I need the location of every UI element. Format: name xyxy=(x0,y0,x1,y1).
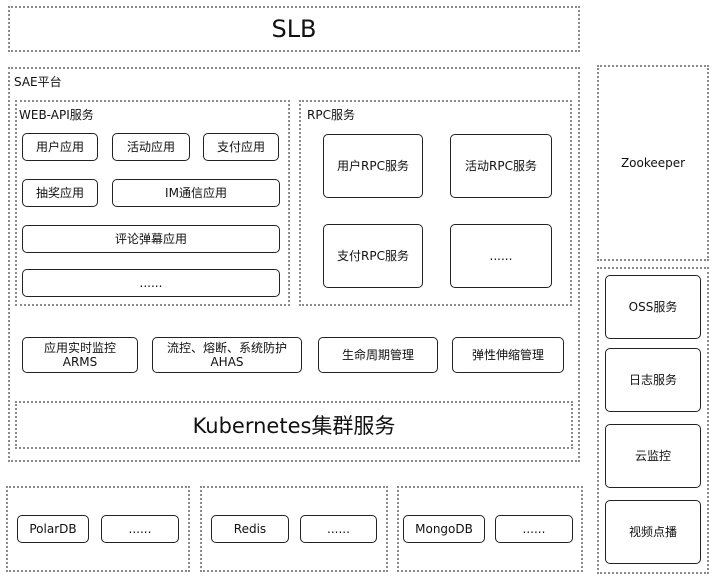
cloud-services-panel xyxy=(597,267,709,574)
rpc-user[interactable]: 用户RPC服务 xyxy=(323,134,423,198)
db-label: MongoDB xyxy=(415,521,473,536)
db-redis[interactable]: Redis xyxy=(211,515,289,543)
db-polardb-more[interactable]: ...... xyxy=(101,515,179,543)
service-label: 日志服务 xyxy=(628,372,677,387)
app-label: 用户应用 xyxy=(35,139,84,154)
kubernetes-label: Kubernetes集群服务 xyxy=(192,414,396,438)
service-label: 视频点播 xyxy=(628,524,677,539)
tool-line1: 应用实时监控 xyxy=(43,340,116,355)
cloud-monitor[interactable]: 云监控 xyxy=(605,424,701,488)
app-comment-danmaku[interactable]: 评论弹幕应用 xyxy=(22,225,280,253)
tool-lifecycle[interactable]: 生命周期管理 xyxy=(318,337,438,373)
slb-bar: SLB xyxy=(8,6,580,52)
rpc-label: ...... xyxy=(489,248,513,263)
db-group-redis xyxy=(200,486,388,572)
sae-platform: SAE平台 xyxy=(8,67,580,462)
sae-title: SAE平台 xyxy=(14,75,62,89)
slb-label: SLB xyxy=(271,15,317,43)
zookeeper-label: Zookeeper xyxy=(620,156,686,170)
rpc-activity[interactable]: 活动RPC服务 xyxy=(450,134,552,198)
rpc-group: RPC服务 xyxy=(299,100,572,306)
db-redis-more[interactable]: ...... xyxy=(300,515,377,543)
tool-arms[interactable]: 应用实时监控 ARMS xyxy=(22,337,138,373)
db-label: Redis xyxy=(233,521,267,536)
video-vod[interactable]: 视频点播 xyxy=(605,500,701,564)
app-label: 活动应用 xyxy=(126,139,175,154)
rpc-more[interactable]: ...... xyxy=(450,224,552,288)
web-api-title: WEB-API服务 xyxy=(19,108,94,122)
db-mongodb[interactable]: MongoDB xyxy=(403,515,485,543)
tool-line1: 生命周期管理 xyxy=(341,347,414,362)
rpc-label: 支付RPC服务 xyxy=(337,248,409,263)
kubernetes-bar: Kubernetes集群服务 xyxy=(15,401,573,449)
log-service[interactable]: 日志服务 xyxy=(605,348,701,412)
app-label: IM通信应用 xyxy=(165,185,227,200)
rpc-label: 用户RPC服务 xyxy=(337,158,409,173)
app-label: ...... xyxy=(139,275,163,290)
db-label: ...... xyxy=(522,521,546,536)
tool-line1: 流控、熔断、系统防护 xyxy=(166,340,287,355)
app-label: 评论弹幕应用 xyxy=(114,231,187,246)
db-polardb[interactable]: PolarDB xyxy=(17,515,89,543)
db-label: ...... xyxy=(128,521,152,536)
db-group-mongodb xyxy=(397,486,583,572)
app-im[interactable]: IM通信应用 xyxy=(112,179,280,207)
rpc-payment[interactable]: 支付RPC服务 xyxy=(323,224,423,288)
tool-line1: 弹性伸缩管理 xyxy=(471,347,544,362)
db-group-polardb xyxy=(6,486,190,572)
db-label: PolarDB xyxy=(29,521,77,536)
service-label: OSS服务 xyxy=(628,299,678,314)
db-label: ...... xyxy=(327,521,350,536)
zookeeper-panel: Zookeeper xyxy=(597,65,709,261)
rpc-label: 活动RPC服务 xyxy=(465,158,537,173)
tool-ahas[interactable]: 流控、熔断、系统防护 AHAS xyxy=(152,337,302,373)
app-lottery[interactable]: 抽奖应用 xyxy=(22,179,98,207)
db-mongodb-more[interactable]: ...... xyxy=(495,515,573,543)
service-label: 云监控 xyxy=(634,448,671,463)
app-label: 支付应用 xyxy=(216,139,265,154)
tool-line2: AHAS xyxy=(210,355,244,369)
app-payment[interactable]: 支付应用 xyxy=(203,133,279,161)
app-activity[interactable]: 活动应用 xyxy=(112,133,190,161)
tool-line2: ARMS xyxy=(62,355,98,369)
tool-autoscale[interactable]: 弹性伸缩管理 xyxy=(452,337,564,373)
app-more[interactable]: ...... xyxy=(22,269,280,297)
rpc-title: RPC服务 xyxy=(307,108,355,122)
app-label: 抽奖应用 xyxy=(35,185,84,200)
web-api-group: WEB-API服务 xyxy=(15,100,290,306)
app-user[interactable]: 用户应用 xyxy=(22,133,98,161)
oss-service[interactable]: OSS服务 xyxy=(605,275,701,339)
